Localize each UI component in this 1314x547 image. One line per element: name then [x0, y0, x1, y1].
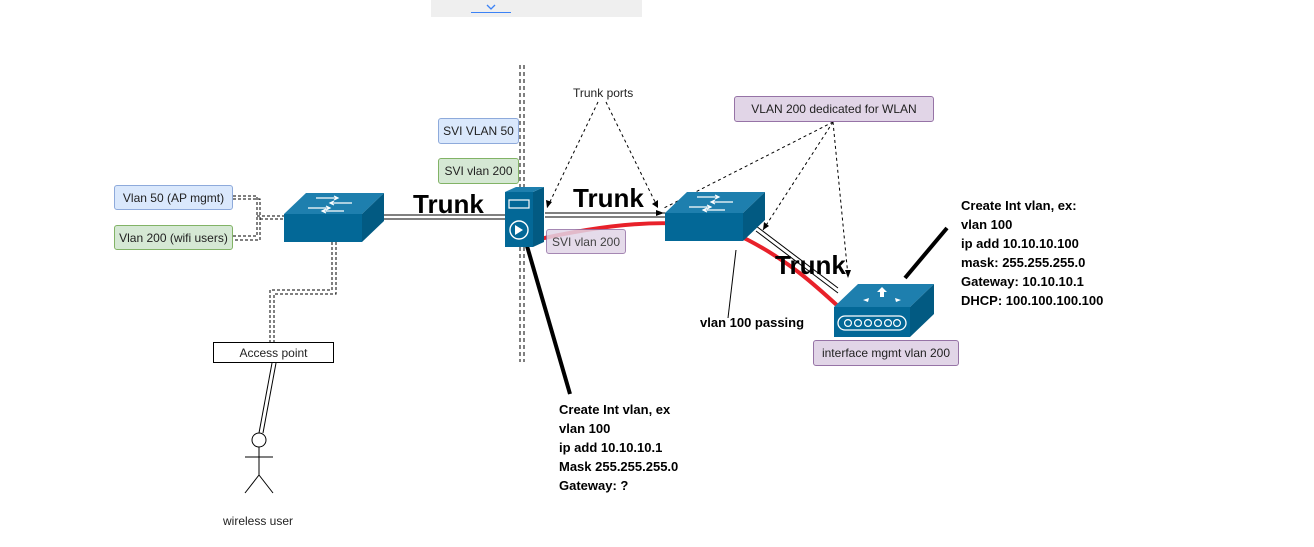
user-link — [258, 362, 273, 434]
network-switch-icon — [689, 194, 733, 213]
svi-vlan200-box: SVI vlan 200 — [438, 158, 519, 184]
note-line: ip add 10.10.10.1 — [559, 440, 663, 455]
arrowhead — [845, 270, 851, 278]
vlan200-wlan-box: VLAN 200 dedicated for WLAN — [734, 96, 934, 122]
note-line: vlan 100 — [961, 217, 1013, 232]
firewall-icon — [509, 220, 529, 240]
stick-figure-icon — [251, 432, 267, 448]
wlan-controller[interactable] — [834, 284, 934, 337]
arrowhead — [656, 210, 664, 216]
trunk-link-3 — [755, 225, 839, 289]
switch-1[interactable] — [284, 193, 384, 242]
network-switch-icon — [308, 195, 352, 214]
arrowhead — [546, 200, 552, 208]
firewall-note-pointer — [525, 245, 572, 395]
note-line: ip add 10.10.10.100 — [961, 236, 1079, 251]
note-line: Create Int vlan, ex: — [961, 198, 1077, 213]
svi-vlan50-box: SVI VLAN 50 — [438, 118, 519, 144]
vlan100-pointer — [727, 249, 737, 319]
note-line: Mask 255.255.255.0 — [559, 459, 679, 474]
note-line: vlan 100 — [559, 421, 611, 436]
ap-link — [269, 242, 337, 343]
note-line: mask: 255.255.255.0 — [961, 255, 1086, 270]
trunk-ports-label: Trunk ports — [573, 86, 634, 100]
trunk-label-3: Trunk — [775, 250, 846, 280]
vlan100-passing-label: vlan 100 passing — [700, 315, 805, 330]
wlc-note-pointer — [903, 226, 949, 280]
trunk-label-1: Trunk — [413, 189, 484, 219]
note-line: Gateway: 10.10.10.1 — [961, 274, 1084, 289]
toolbar-tab[interactable] — [471, 0, 511, 13]
firewall-note: Create Int vlan, ex vlan 100 ip add 10.1… — [559, 400, 678, 495]
wireless-user — [244, 432, 274, 494]
trunk-ports-arrows — [546, 101, 659, 209]
arrowhead — [763, 222, 769, 230]
wlc-note: Create Int vlan, ex: vlan 100 ip add 10.… — [961, 196, 1103, 310]
arrowhead — [652, 200, 658, 208]
vlan200-box: Vlan 200 (wifi users) — [114, 225, 233, 250]
wireless-controller-icon — [863, 287, 901, 302]
vlan-links — [233, 195, 286, 241]
access-point-box: Access point — [213, 342, 334, 363]
trunk-label-2: Trunk — [573, 183, 644, 213]
note-line: Gateway: ? — [559, 478, 629, 493]
switch-2[interactable] — [665, 192, 765, 241]
user-link — [262, 362, 277, 434]
note-line: DHCP: 100.100.100.100 — [961, 293, 1104, 308]
firewall[interactable] — [505, 187, 544, 247]
note-line: Create Int vlan, ex — [559, 402, 671, 417]
vlan50-box: Vlan 50 (AP mgmt) — [114, 185, 233, 210]
trunk-link-3 — [755, 230, 839, 294]
chevron-down-icon — [486, 4, 496, 10]
svi-vlan200-firewall-box: SVI vlan 200 — [546, 229, 626, 254]
wireless-user-label: wireless user — [223, 514, 294, 528]
interface-mgmt-box: interface mgmt vlan 200 — [813, 340, 959, 366]
